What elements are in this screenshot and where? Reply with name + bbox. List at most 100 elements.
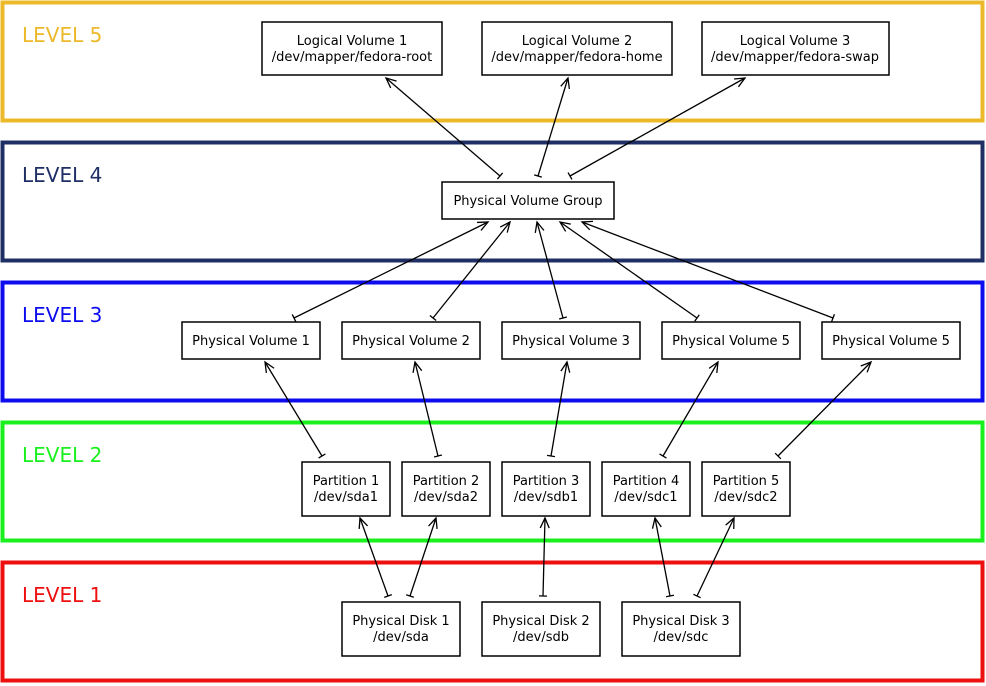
- node-physical-disk-1[interactable]: Physical Disk 1 /dev/sda: [341, 601, 461, 657]
- level-band-2: LEVEL 2: [0, 420, 985, 543]
- connector-tail: [433, 454, 443, 458]
- connector-disk3-to-part5: [693, 516, 735, 599]
- arrowhead: [476, 221, 490, 231]
- svg-text:/dev/mapper/fedora-root: /dev/mapper/fedora-root: [272, 50, 432, 65]
- svg-text:Physical Volume 1: Physical Volume 1: [192, 334, 310, 349]
- svg-text:/dev/sda2: /dev/sda2: [414, 490, 478, 505]
- connector-pvg-to-lv2: [533, 76, 570, 178]
- svg-text:Logical Volume 2: Logical Volume 2: [522, 34, 632, 49]
- connector-tail: [659, 453, 667, 459]
- arrowhead: [725, 516, 735, 530]
- arrowhead: [560, 76, 570, 89]
- connector-part3-to-pv3: [546, 360, 571, 458]
- connector-tail: [693, 593, 701, 599]
- connectors: [264, 76, 873, 599]
- connector-tail: [318, 453, 326, 459]
- level-2-title: LEVEL 2: [22, 443, 102, 467]
- svg-text:/dev/sda1: /dev/sda1: [314, 490, 378, 505]
- arrowhead: [539, 516, 550, 529]
- arrowhead: [384, 76, 397, 89]
- svg-text:Partition 4: Partition 4: [613, 474, 680, 489]
- connector-pvg-to-lv3: [567, 77, 747, 180]
- arrowhead: [580, 220, 594, 231]
- node-logical-volume-1[interactable]: Logical Volume 1 /dev/mapper/fedora-root: [261, 21, 443, 76]
- node-partition-4[interactable]: Partition 4 /dev/sdc1: [601, 461, 691, 517]
- connector-part2-to-pv2: [412, 360, 443, 458]
- arrowhead: [412, 360, 423, 373]
- svg-text:Physical Volume 2: Physical Volume 2: [352, 334, 470, 349]
- connector-tail: [694, 314, 700, 322]
- level-5-title: LEVEL 5: [22, 23, 102, 47]
- svg-text:Partition 3: Partition 3: [513, 474, 580, 489]
- svg-text:Physical Volume Group: Physical Volume Group: [453, 194, 602, 209]
- arrowhead: [708, 360, 719, 374]
- connector-tail: [558, 316, 568, 320]
- connector-pv2-to-pvg: [429, 220, 511, 322]
- svg-text:/dev/mapper/fedora-swap: /dev/mapper/fedora-swap: [711, 50, 879, 65]
- level-4-title: LEVEL 4: [22, 163, 102, 187]
- connector-tail: [291, 314, 297, 322]
- connector-tail: [429, 314, 437, 322]
- connector-part4-to-pv4: [659, 360, 719, 459]
- svg-text:/dev/sdb1: /dev/sdb1: [514, 490, 578, 505]
- connector-part5-to-pv5: [774, 360, 873, 460]
- node-physical-volume-1[interactable]: Physical Volume 1: [181, 321, 321, 360]
- svg-text:Logical Volume 1: Logical Volume 1: [297, 34, 407, 49]
- connector-pv3-to-pvg: [534, 220, 568, 320]
- arrowhead: [358, 516, 369, 530]
- svg-text:Physical Disk 1: Physical Disk 1: [352, 614, 449, 629]
- connector-pv1-to-pvg: [291, 221, 490, 322]
- node-physical-volume-5[interactable]: Physical Volume 5: [821, 321, 961, 360]
- level-3-border: [0, 280, 985, 403]
- node-physical-volume-group[interactable]: Physical Volume Group: [441, 181, 615, 220]
- node-partition-5[interactable]: Partition 5 /dev/sdc2: [701, 461, 791, 517]
- level-4-border: [0, 140, 985, 263]
- connector-tail: [830, 314, 836, 322]
- svg-text:Physical Volume 5: Physical Volume 5: [672, 334, 790, 349]
- node-physical-volume-4[interactable]: Physical Volume 5: [661, 321, 801, 360]
- svg-text:Logical Volume 3: Logical Volume 3: [740, 34, 850, 49]
- arrowhead: [560, 360, 571, 373]
- svg-text:Partition 5: Partition 5: [713, 474, 780, 489]
- arrowhead: [651, 516, 662, 529]
- level-5-border: [0, 0, 985, 123]
- node-physical-disk-3[interactable]: Physical Disk 3 /dev/sdc: [621, 601, 741, 657]
- connector-tail: [567, 172, 573, 180]
- svg-text:Partition 1: Partition 1: [313, 474, 380, 489]
- node-logical-volume-3[interactable]: Logical Volume 3 /dev/mapper/fedora-swap: [701, 21, 890, 76]
- connector-pv4-to-pvg: [558, 221, 700, 322]
- level-1-border: [0, 560, 985, 683]
- connector-disk3-to-part4: [651, 516, 675, 598]
- svg-text:Physical Disk 2: Physical Disk 2: [492, 614, 589, 629]
- level-band-1: LEVEL 1: [0, 560, 985, 683]
- level-1-title: LEVEL 1: [22, 583, 102, 607]
- arrowhead: [860, 360, 873, 373]
- level-band-3: LEVEL 3: [0, 280, 985, 403]
- node-logical-volume-2[interactable]: Logical Volume 2 /dev/mapper/fedora-home: [481, 21, 673, 76]
- connector-part1-to-pv1: [264, 360, 326, 459]
- svg-text:/dev/sda: /dev/sda: [373, 630, 429, 645]
- connector-tail: [546, 454, 556, 458]
- connector-pvg-to-lv1: [384, 76, 504, 180]
- svg-text:/dev/sdc2: /dev/sdc2: [714, 490, 777, 505]
- arrowhead: [558, 221, 571, 232]
- node-physical-volume-3[interactable]: Physical Volume 3: [501, 321, 641, 360]
- connector-disk1-to-part1: [358, 516, 392, 598]
- node-partition-2[interactable]: Partition 2 /dev/sda2: [401, 461, 491, 517]
- node-partition-3[interactable]: Partition 3 /dev/sdb1: [501, 461, 591, 517]
- node-physical-disk-2[interactable]: Physical Disk 2 /dev/sdb: [481, 601, 601, 657]
- node-partition-1[interactable]: Partition 1 /dev/sda1: [301, 461, 391, 517]
- connector-tail: [774, 452, 782, 460]
- level-band-4: LEVEL 4: [0, 140, 985, 263]
- connector-tail: [533, 174, 543, 178]
- arrowhead: [428, 516, 438, 530]
- level-2-border: [0, 420, 985, 543]
- arrowhead: [733, 77, 747, 88]
- connector-pv5-to-pvg: [580, 220, 836, 322]
- svg-text:Physical Volume 3: Physical Volume 3: [512, 334, 630, 349]
- node-physical-volume-2[interactable]: Physical Volume 2: [341, 321, 481, 360]
- level-3-title: LEVEL 3: [22, 303, 102, 327]
- svg-text:Physical Volume 5: Physical Volume 5: [832, 334, 950, 349]
- connector-disk2-to-part3: [538, 516, 550, 597]
- arrowhead: [534, 220, 545, 233]
